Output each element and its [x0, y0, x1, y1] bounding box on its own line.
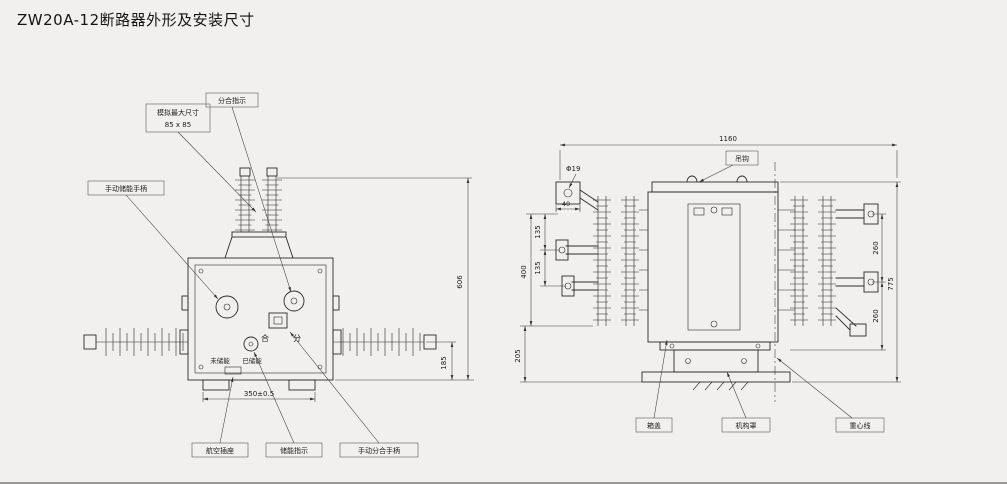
dim-40: 40 — [562, 200, 570, 208]
front-view: 合 分 未储能 已储能 — [83, 92, 474, 458]
side-view: 1160 Φ19 40 135 135 400 205 260 26 — [514, 135, 901, 433]
dim-135-top: 135 — [534, 225, 542, 238]
bottom-divider — [0, 482, 1007, 484]
front-body — [181, 257, 340, 391]
dim-400: 400 — [520, 265, 528, 278]
dim-135-bottom: 135 — [534, 261, 542, 274]
dim-width: 350±0.5 — [244, 390, 274, 398]
dim-bushing-height: 185 — [440, 356, 448, 369]
page-title: ZW20A-12断路器外形及安装尺寸 — [17, 11, 255, 29]
callout-aviation-socket: 航空插座 — [206, 446, 234, 455]
callout-lifting-hook: 吊钩 — [735, 154, 749, 163]
callout-manual-switch-handle: 手动分合手柄 — [358, 446, 400, 455]
dim-height: 606 — [456, 275, 464, 289]
side-body — [647, 175, 779, 343]
dim-total-height: 775 — [887, 277, 895, 290]
callout-max-size-line2: 85 x 85 — [165, 121, 191, 129]
callout-box-cover: 箱盖 — [647, 421, 661, 430]
front-dimensions: 606 185 350±0.5 — [202, 177, 474, 402]
front-panel-details: 合 分 未储能 已储能 — [210, 290, 305, 375]
side-base — [641, 341, 791, 391]
dim-205: 205 — [514, 349, 522, 362]
front-left-bushing — [83, 328, 189, 356]
front-right-bushing — [332, 328, 437, 356]
callout-max-size-line1: 模拟最大尺寸 — [157, 108, 199, 117]
callout-manual-charge-handle: 手动储能手柄 — [105, 184, 147, 193]
side-callouts: 吊钩 箱盖 机构罩 重心线 — [635, 150, 885, 433]
open-label: 分 — [293, 334, 301, 343]
dim-hole-dia: Φ19 — [566, 165, 580, 173]
callout-charge-indicator: 储能指示 — [280, 446, 308, 455]
close-label: 合 — [261, 333, 269, 343]
charged-label: 已储能 — [242, 356, 262, 365]
callout-open-close-indicator: 分合指示 — [218, 96, 246, 105]
side-right-insulators — [778, 196, 879, 337]
dim-260-bottom: 260 — [872, 309, 880, 322]
not-charged-label: 未储能 — [210, 356, 230, 365]
dim-total-width: 1160 — [719, 135, 737, 143]
front-callouts: 模拟最大尺寸 85 x 85 分合指示 手动储能手柄 航空插座 储能指示 手动分… — [87, 92, 419, 458]
side-dimensions: 1160 Φ19 40 135 135 400 205 260 26 — [514, 135, 901, 383]
dim-260-top: 260 — [872, 241, 880, 254]
side-left-insulators — [555, 181, 648, 326]
callout-mechanism-cover: 机构罩 — [736, 421, 757, 430]
callout-gravity-center-line: 重心线 — [850, 421, 871, 430]
front-top-insulators — [224, 167, 294, 259]
